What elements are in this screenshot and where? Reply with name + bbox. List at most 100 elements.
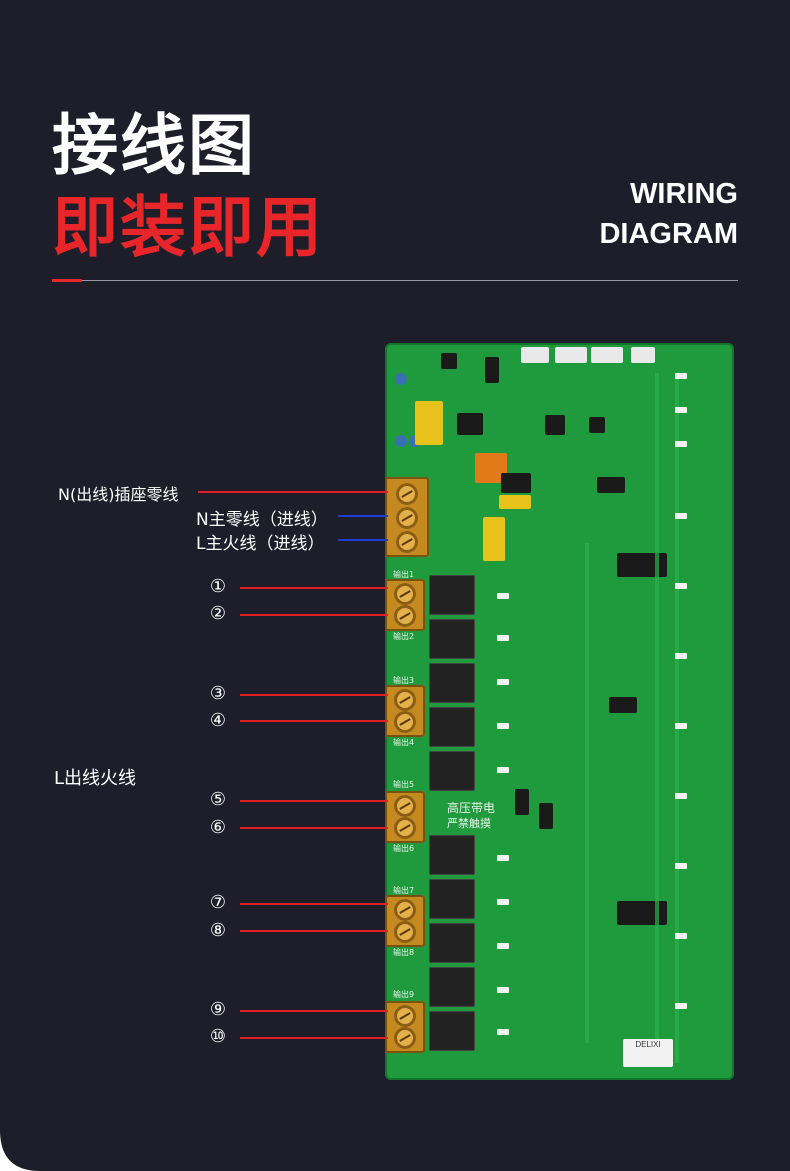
warning-text-line2: 严禁触摸	[447, 817, 491, 830]
smd	[497, 593, 509, 599]
relay	[429, 751, 475, 791]
capacitor-yellow	[483, 517, 505, 561]
wire-output-1	[240, 587, 388, 589]
relay	[429, 1011, 475, 1051]
page-title: 接线图	[52, 107, 256, 184]
capacitor	[395, 435, 407, 447]
wire-output-6	[240, 827, 388, 829]
wire-output-2	[240, 614, 388, 616]
chip	[515, 789, 529, 815]
warning-text-line1: 高压带电	[447, 801, 496, 815]
smd	[497, 723, 509, 729]
screw	[396, 507, 418, 529]
output-number: ⑦	[209, 892, 227, 913]
wire-output-9	[240, 1010, 388, 1012]
wire-output-5	[240, 800, 388, 802]
output-number: ⑨	[209, 999, 227, 1020]
screw	[394, 583, 416, 605]
screw	[394, 1027, 416, 1049]
pcb-output-label: 输出5	[393, 780, 415, 789]
pcb-output-label: 输出6	[393, 844, 415, 853]
smd	[497, 987, 509, 993]
smd	[675, 373, 687, 379]
chip-ic	[617, 901, 667, 925]
output-number: ⑥	[209, 817, 227, 838]
pcb-output-label: 输出3	[393, 676, 415, 685]
wire-output-8	[240, 930, 388, 932]
pcb-output-label: 输出2	[393, 632, 415, 641]
output-terminal-1-2	[385, 579, 425, 631]
output-number: ⑧	[209, 920, 227, 941]
wire-output-4	[240, 720, 388, 722]
output-number: ③	[209, 683, 227, 704]
relay	[429, 923, 475, 963]
chip	[457, 413, 483, 435]
output-number: ⑤	[209, 789, 227, 810]
capacitor-yellow	[499, 495, 531, 509]
wire-output-3	[240, 694, 388, 696]
chip	[485, 357, 499, 383]
output-terminal-5-6	[385, 791, 425, 843]
smd	[675, 583, 687, 589]
smd	[497, 767, 509, 773]
transformer	[415, 401, 443, 445]
pcb-trace	[585, 543, 589, 1043]
screw	[394, 711, 416, 733]
smd	[675, 723, 687, 729]
smd	[675, 653, 687, 659]
smd	[497, 943, 509, 949]
label-n-main-neutral-in: N主零线（进线）	[196, 510, 328, 530]
smd	[497, 855, 509, 861]
brand-label-text: DELIXI	[635, 1040, 661, 1049]
pcb-output-label: 输出9	[393, 990, 415, 999]
smd	[675, 441, 687, 447]
smd	[497, 899, 509, 905]
divider-accent	[52, 279, 82, 282]
smd	[675, 513, 687, 519]
output-number: ①	[209, 576, 227, 597]
screw	[396, 483, 418, 505]
page-subtitle: 即装即用	[52, 189, 324, 266]
output-number: ⑩	[209, 1026, 227, 1047]
screw	[394, 817, 416, 839]
chip	[539, 803, 553, 829]
wire-output-7	[240, 903, 388, 905]
screw	[394, 921, 416, 943]
divider-line	[52, 280, 738, 281]
smd	[675, 863, 687, 869]
screw	[394, 795, 416, 817]
smd	[675, 793, 687, 799]
relay	[429, 619, 475, 659]
relay	[429, 575, 475, 615]
smd	[497, 635, 509, 641]
pcb-trace	[655, 373, 659, 1063]
top-connector	[555, 347, 587, 363]
pcb-output-label: 输出1	[393, 570, 415, 579]
chip	[589, 417, 605, 433]
relay	[429, 967, 475, 1007]
screw	[394, 689, 416, 711]
wire-output-10	[240, 1037, 388, 1039]
english-title: WIRING DIAGRAM	[599, 174, 738, 254]
pcb-trace	[675, 373, 679, 1063]
smd	[675, 407, 687, 413]
chip	[597, 477, 625, 493]
chip	[501, 473, 531, 493]
pcb-output-label: 输出4	[393, 738, 415, 747]
pcb-board: 输出1 输出2 输出3 输出4 输出5 输出6 输出7 输出9 输出8 高压带电…	[385, 343, 734, 1080]
chip-ic	[617, 553, 667, 577]
output-number: ②	[209, 603, 227, 624]
label-l-out-live: L出线火线	[54, 768, 137, 789]
smd	[675, 1003, 687, 1009]
relay	[429, 663, 475, 703]
wire-n-main	[338, 515, 388, 517]
screw	[396, 531, 418, 553]
chip	[609, 697, 637, 713]
top-connector	[591, 347, 623, 363]
chip	[545, 415, 565, 435]
screw	[394, 1005, 416, 1027]
wire-n-out	[198, 491, 388, 493]
pcb-output-label: 输出8	[393, 948, 415, 957]
english-title-line2: DIAGRAM	[599, 218, 738, 250]
output-terminal-9-10	[385, 1001, 425, 1053]
